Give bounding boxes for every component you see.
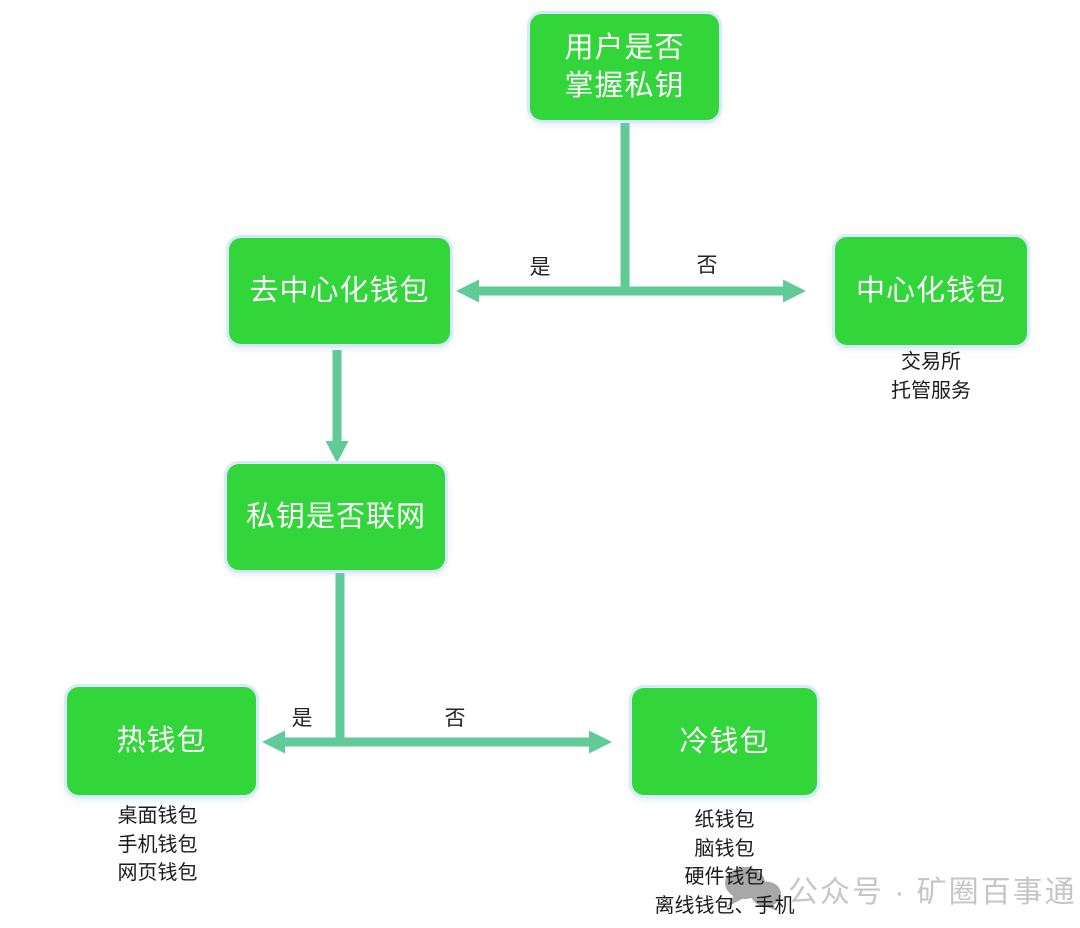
sub-label: 桌面钱包 [117, 805, 198, 827]
watermark-text: 公众号 · 矿圈百事通 [788, 876, 1077, 909]
node-private-key-online: 私钥是否联网 [227, 464, 445, 570]
sub-label: 手机钱包 [117, 833, 198, 856]
arrowhead-top-right [783, 279, 806, 303]
sub-label: 脑钱包 [694, 837, 755, 860]
sub-label: 离线钱包、手机 [654, 894, 795, 917]
arrowhead-top-left [456, 279, 479, 303]
node-centralized-wallet: 中心化钱包 [835, 237, 1027, 345]
arrowhead-bottom-left [262, 730, 285, 754]
edge-label-top-yes: 是 [529, 256, 551, 279]
edge-label-bottom-yes: 是 [291, 707, 313, 730]
arrowhead-down [325, 441, 349, 463]
node-decentralized-wallet: 去中心化钱包 [229, 238, 450, 344]
node-cold-wallet: 冷钱包 [632, 688, 817, 795]
edge-label-bottom-no: 否 [444, 707, 466, 730]
wechat-chat-bubbles-icon [725, 867, 781, 911]
node-hot-wallet: 热钱包 [67, 687, 256, 795]
sub-label: 托管服务 [891, 379, 971, 402]
edge-label-top-no: 否 [696, 254, 718, 277]
sub-label: 网页钱包 [117, 862, 198, 884]
sub-label: 交易所 [901, 351, 961, 373]
arrowhead-bottom-right [589, 730, 612, 754]
watermark: 公众号 · 矿圈百事通 [724, 866, 1077, 912]
sub-label: 硬件钱包 [684, 866, 765, 888]
hot-wallet-examples: 桌面钱包 手机钱包 网页钱包 [60, 802, 255, 888]
centralized-wallet-examples: 交易所 托管服务 [835, 348, 1027, 405]
node-user-holds-private-key: 用户是否 掌握私钥 [530, 14, 719, 120]
sub-label: 纸钱包 [694, 809, 755, 831]
cold-wallet-examples: 纸钱包 脑钱包 硬件钱包 离线钱包、手机 [632, 806, 817, 920]
